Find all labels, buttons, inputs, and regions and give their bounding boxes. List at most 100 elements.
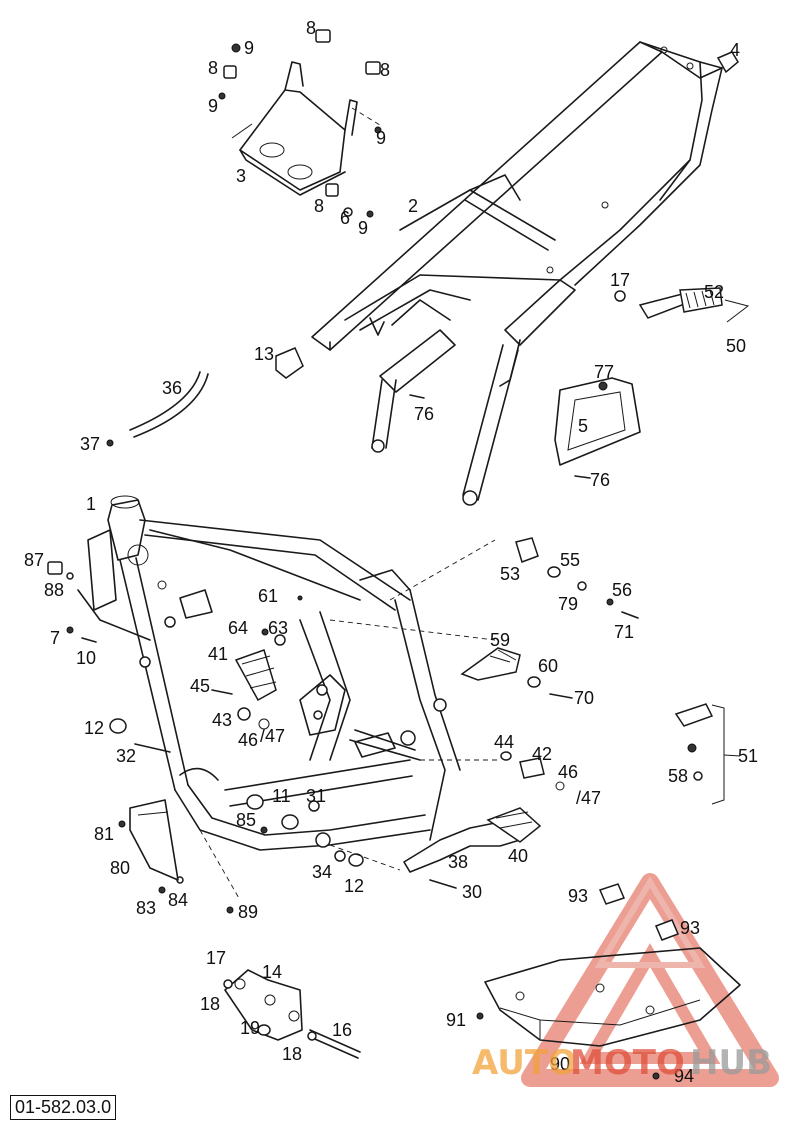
clip-37 [106, 439, 114, 447]
guard-80 [129, 799, 179, 881]
label-45: 45 [190, 676, 210, 696]
label-30: 30 [462, 882, 482, 902]
block-13 [275, 347, 304, 379]
label-17: 17 [206, 948, 226, 968]
label-76: 76 [414, 404, 434, 424]
label-3: 3 [236, 166, 246, 186]
label-59: 59 [490, 630, 510, 650]
label-8: 8 [380, 60, 390, 80]
label-79: 79 [558, 594, 578, 614]
label-9: 9 [358, 218, 368, 238]
label-47: /47 [260, 726, 285, 746]
label-43: 43 [212, 710, 232, 730]
label-13: 13 [254, 344, 274, 364]
label-18: 18 [282, 1044, 302, 1064]
label-18: 18 [200, 994, 220, 1014]
plate-5 [554, 377, 641, 466]
label-64: 64 [228, 618, 248, 638]
label-93: 93 [680, 918, 700, 938]
label-71: 71 [614, 622, 634, 642]
skidplate-90 [476, 883, 741, 1080]
label-41: 41 [208, 644, 228, 664]
pedal-38-40 [403, 807, 542, 889]
label-91: 91 [446, 1010, 466, 1030]
label-42: 42 [532, 744, 552, 764]
hose-36 [129, 371, 209, 438]
label-77: 77 [594, 362, 614, 382]
label-55: 55 [560, 550, 580, 570]
label-8: 8 [208, 58, 218, 78]
label-63: 63 [268, 618, 288, 638]
watermark-hub: HUB [690, 1043, 772, 1083]
label-9: 9 [244, 38, 254, 58]
label-40: 40 [508, 846, 528, 866]
label-32: 32 [116, 746, 136, 766]
label-5: 5 [578, 416, 588, 436]
label-17: 17 [610, 270, 630, 290]
right-parts [460, 537, 741, 805]
label-34: 34 [312, 862, 332, 882]
watermark-text: AUTO MOTO HUB [472, 1043, 772, 1083]
label-90: 90 [550, 1054, 570, 1074]
label-12: 12 [344, 876, 364, 896]
leader-lines [199, 539, 500, 901]
label-36: 36 [162, 378, 182, 398]
stand-bracket [223, 969, 361, 1059]
subframe-2 [311, 41, 723, 506]
label-60: 60 [538, 656, 558, 676]
label-70: 70 [574, 688, 594, 708]
label-84: 84 [168, 890, 188, 910]
label-2: 2 [408, 196, 418, 216]
label-1: 1 [86, 494, 96, 514]
cap-4 [716, 51, 739, 74]
label-8: 8 [306, 18, 316, 38]
label-38: 38 [448, 852, 468, 872]
label-61: 61 [258, 586, 278, 606]
label-31: 31 [306, 786, 326, 806]
nuts-8-9 [218, 29, 382, 218]
tube-85 [179, 767, 219, 781]
label-50: 50 [726, 336, 746, 356]
label-19: 19 [240, 1018, 260, 1038]
label-87: 87 [24, 550, 44, 570]
main-frame-1 [77, 495, 461, 851]
label-83: 83 [136, 898, 156, 918]
bolt-76-lower [574, 475, 591, 479]
label-85: 85 [236, 810, 256, 830]
diagram-code: 01-582.03.0 [10, 1095, 117, 1120]
label-16: 16 [332, 1020, 352, 1040]
bolt-76-upper [409, 394, 425, 399]
label-89: 89 [238, 902, 258, 922]
label-10: 10 [76, 648, 96, 668]
watermark-auto: AUTO [472, 1043, 577, 1083]
label-56: 56 [612, 580, 632, 600]
label-11: 11 [272, 786, 291, 806]
label-80: 80 [110, 858, 130, 878]
label-9: 9 [208, 96, 218, 116]
label-46: 46 [558, 762, 578, 782]
label-9: 9 [376, 128, 386, 148]
footrest-41 [234, 649, 277, 702]
label-7: 7 [50, 628, 60, 648]
label-94: 94 [674, 1066, 694, 1086]
label-4: 4 [730, 40, 740, 60]
label-51: 51 [738, 746, 758, 766]
hook-50-52 [614, 287, 750, 323]
label-52: 52 [704, 282, 724, 302]
label-46: 46 [238, 730, 258, 750]
label-8: 8 [314, 196, 324, 216]
label-37: 37 [80, 434, 100, 454]
label-47: /47 [576, 788, 601, 808]
watermark-moto: MOTO [570, 1043, 685, 1083]
part-labels: 8 9 8 8 9 9 3 8 6 9 2 4 17 52 50 13 36 7… [24, 18, 758, 1086]
label-12: 12 [84, 718, 104, 738]
label-88: 88 [44, 580, 64, 600]
label-81: 81 [94, 824, 114, 844]
label-93: 93 [568, 886, 588, 906]
bracket-3 [231, 61, 381, 196]
label-53: 53 [500, 564, 520, 584]
fasteners [47, 561, 364, 914]
label-6: 6 [340, 208, 350, 228]
